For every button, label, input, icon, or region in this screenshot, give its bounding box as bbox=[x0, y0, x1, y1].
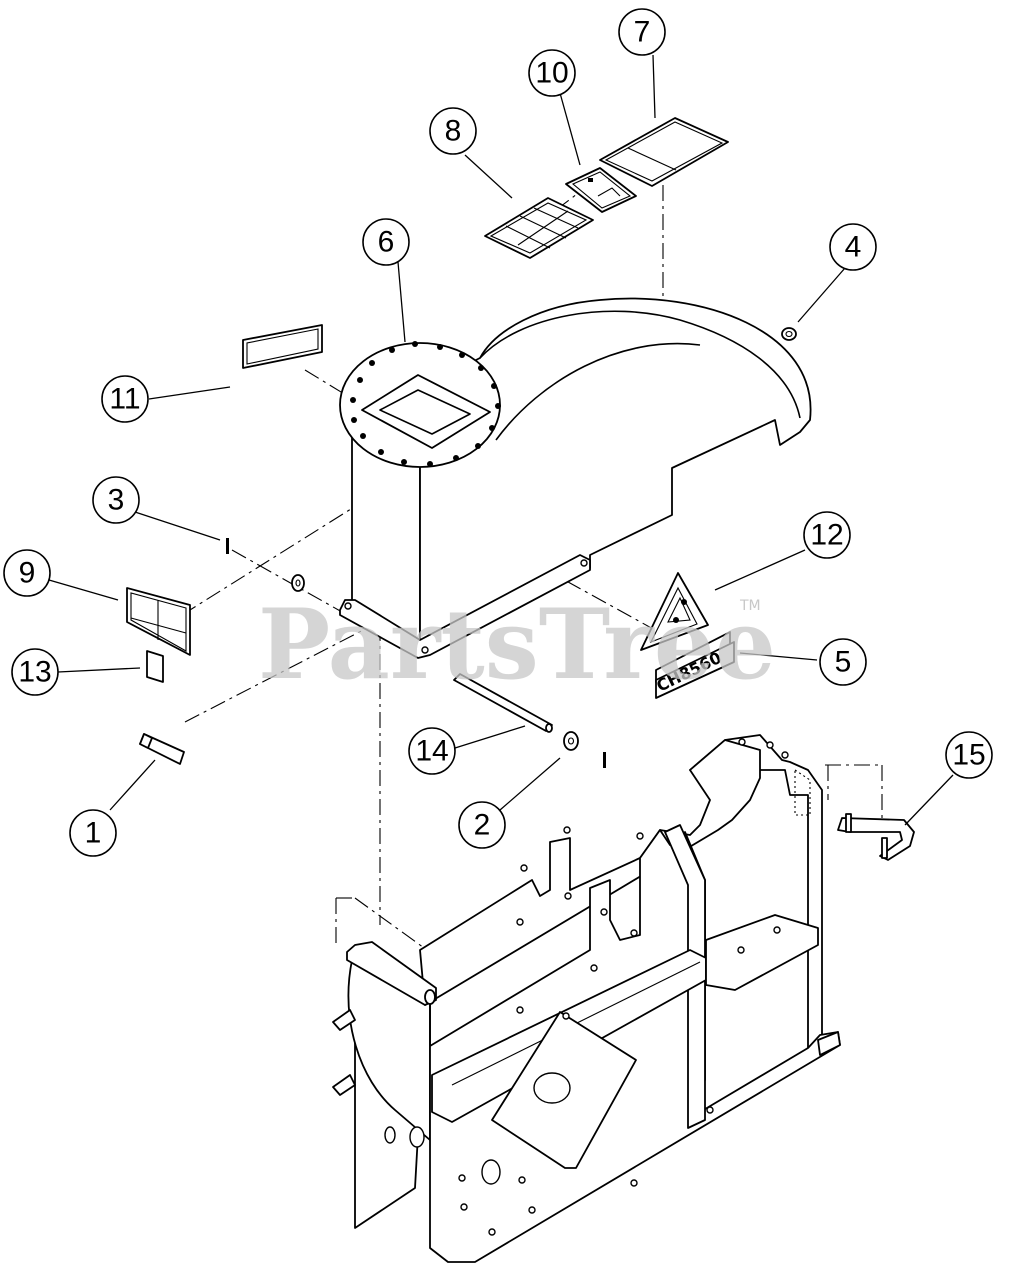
svg-text:9: 9 bbox=[19, 557, 36, 590]
washer-upper bbox=[291, 574, 305, 592]
warning-decal bbox=[640, 572, 709, 651]
callout-15: 15 bbox=[945, 731, 993, 779]
watermark-text: PartsTree bbox=[258, 588, 776, 701]
callout-13: 13 bbox=[11, 648, 59, 696]
svg-text:15: 15 bbox=[952, 739, 985, 772]
svg-text:14: 14 bbox=[415, 735, 448, 768]
svg-text:10: 10 bbox=[535, 57, 568, 90]
decal-large bbox=[599, 117, 729, 187]
clip bbox=[139, 733, 185, 765]
callout-1: 1 bbox=[69, 809, 117, 857]
callout-2: 2 bbox=[458, 801, 506, 849]
svg-text:13: 13 bbox=[18, 656, 51, 689]
svg-text:4: 4 bbox=[845, 231, 862, 264]
watermark: PartsTree TM bbox=[258, 588, 776, 701]
callout-10: 10 bbox=[528, 49, 576, 97]
leader-lines bbox=[48, 54, 954, 826]
svg-text:3: 3 bbox=[108, 484, 125, 517]
callout-8: 8 bbox=[429, 107, 477, 155]
rod bbox=[453, 673, 553, 733]
decal-small bbox=[565, 167, 637, 213]
watermark-tm: TM bbox=[739, 598, 761, 614]
decal-grid bbox=[484, 197, 594, 259]
frame bbox=[332, 734, 841, 1263]
callout-12: 12 bbox=[803, 511, 851, 559]
label-strip bbox=[242, 324, 323, 369]
callout-11: 11 bbox=[101, 375, 149, 423]
label-small bbox=[146, 650, 164, 683]
decal-panel bbox=[126, 587, 191, 656]
callout-3: 3 bbox=[92, 476, 140, 524]
chute-hood bbox=[339, 297, 812, 659]
svg-text:11: 11 bbox=[109, 383, 140, 416]
nut bbox=[781, 327, 797, 341]
callout-5: 5 bbox=[819, 638, 867, 686]
svg-text:5: 5 bbox=[835, 646, 852, 679]
callout-9: 9 bbox=[3, 549, 51, 597]
callout-14: 14 bbox=[408, 727, 456, 775]
callout-4: 4 bbox=[829, 223, 877, 271]
callout-7: 7 bbox=[618, 8, 666, 56]
washer-lower bbox=[563, 731, 606, 768]
svg-text:12: 12 bbox=[810, 519, 843, 552]
screw-upper bbox=[226, 538, 229, 554]
svg-text:2: 2 bbox=[474, 809, 491, 842]
u-bolt bbox=[837, 813, 915, 861]
svg-text:8: 8 bbox=[445, 115, 462, 148]
svg-text:7: 7 bbox=[634, 16, 651, 49]
svg-text:6: 6 bbox=[378, 226, 395, 259]
svg-text:1: 1 bbox=[85, 817, 102, 850]
callout-6: 6 bbox=[362, 218, 410, 266]
callouts: 7 10 8 6 4 11 3 12 bbox=[3, 8, 993, 857]
